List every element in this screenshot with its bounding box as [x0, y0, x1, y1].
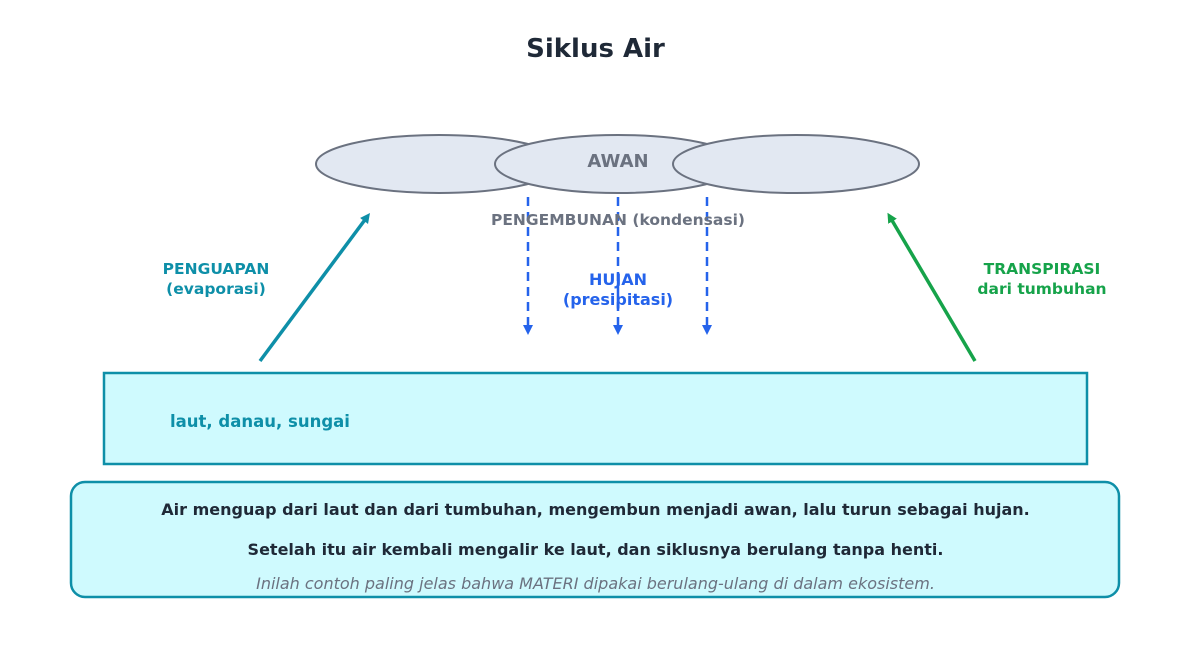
- transpiration-label-line2: dari tumbuhan: [977, 280, 1107, 298]
- evaporation-label-line1: PENGUAPAN: [162, 260, 270, 278]
- water-body-label: laut, danau, sungai: [170, 412, 350, 431]
- transpiration-label: TRANSPIRASI dari tumbuhan: [942, 259, 1142, 299]
- caption-note: Inilah contoh paling jelas bahwa MATERI …: [256, 574, 935, 593]
- evaporation-arrow: [258, 212, 370, 363]
- cloud-label: AWAN: [587, 151, 649, 172]
- transpiration-label-line1: TRANSPIRASI: [983, 260, 1101, 278]
- precipitation-label-line2: (presipitasi): [562, 290, 674, 309]
- precipitation-label: HUJAN (presipitasi): [518, 270, 718, 310]
- precipitation-label-line1: HUJAN: [588, 270, 648, 289]
- page-title: Siklus Air: [526, 34, 665, 64]
- condensation-label: PENGEMBUNAN (kondensasi): [490, 211, 745, 229]
- caption-line-2: Setelah itu air kembali mengalir ke laut…: [247, 540, 944, 559]
- caption-box: [69, 480, 1121, 599]
- water-body-box: [102, 371, 1089, 466]
- evaporation-label-line2: (evaporasi): [166, 280, 266, 298]
- transpiration-arrow: [887, 212, 977, 362]
- caption-line-1: Air menguap dari laut dan dari tumbuhan,…: [161, 500, 1030, 519]
- cloud-right: [672, 134, 920, 194]
- evaporation-label: PENGUAPAN (evaporasi): [116, 259, 316, 299]
